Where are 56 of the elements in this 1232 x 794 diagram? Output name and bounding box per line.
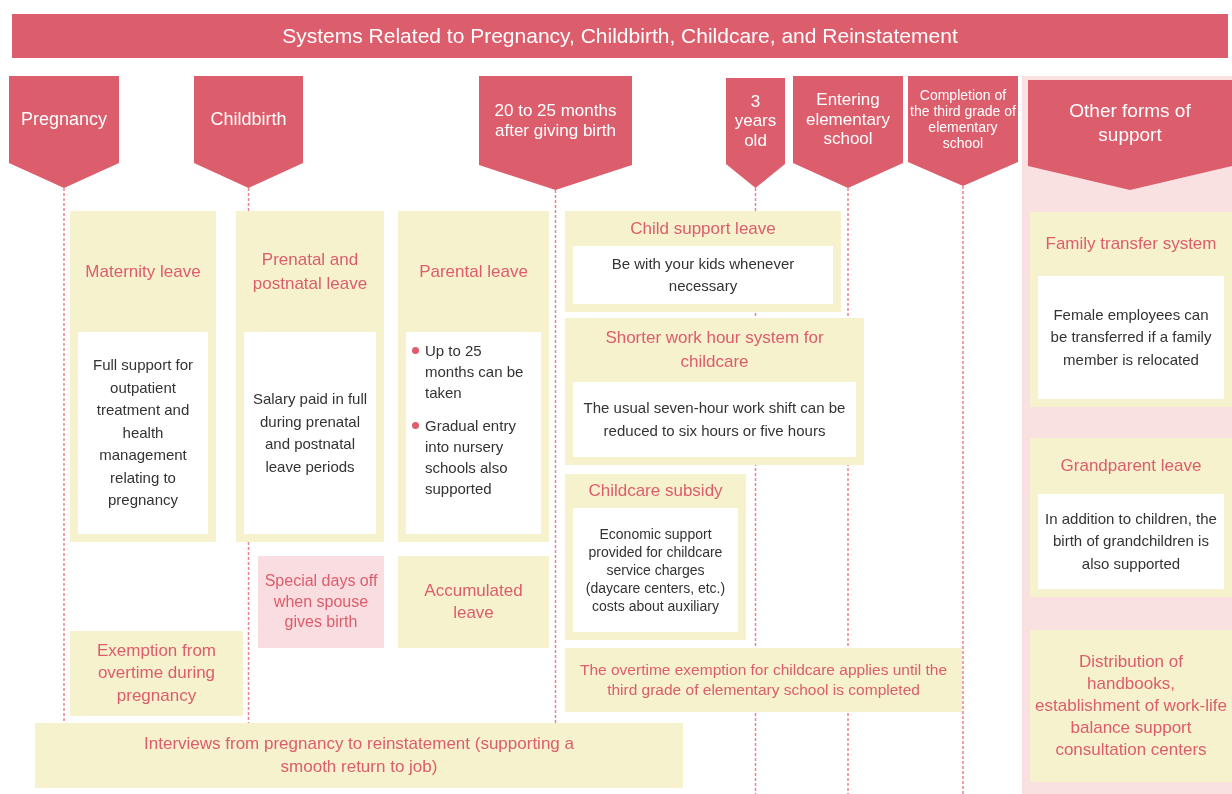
- description-text: Female employees can be transferred if a family member is relocated: [1049, 304, 1213, 370]
- timeline-line: [247, 187, 250, 212]
- policy-card: [565, 211, 841, 312]
- policy-card: [35, 723, 683, 788]
- card-title: Distribution of handbooks, establishment of work-life balance support consultation centers: [1034, 650, 1228, 762]
- card-title: Family transfer system: [1045, 233, 1217, 256]
- policy-card: [398, 556, 549, 648]
- card-title: Prenatal and postnatal leave: [251, 248, 369, 295]
- description-text: Gradual entry into nursery schools also supported: [425, 416, 517, 499]
- panel-heading: Other forms of support: [1068, 99, 1192, 147]
- card-title: Exemption from overtime during pregnancy: [95, 640, 217, 707]
- marker-label: Entering elementary school: [804, 90, 892, 149]
- timeline-line: [63, 187, 65, 724]
- marker-label: 3 years old: [733, 91, 778, 151]
- description-text: Economic support provided for childcare service charges (daycare centers, etc.) costs about auxiliary: [584, 524, 727, 616]
- description-text: Be with your kids whenever necessary: [610, 253, 796, 296]
- card-title: Parental leave: [419, 260, 528, 283]
- timeline-marker: [908, 76, 1018, 186]
- card-title: The overtime exemption for childcare applies until the third grade of elementary school is completed: [579, 659, 948, 700]
- policy-card: [70, 631, 243, 716]
- policy-card: [70, 211, 216, 542]
- description-text: In addition to children, the birth of grandchildren is also supported: [1044, 508, 1218, 574]
- timeline-line: [962, 185, 964, 794]
- card-title: Interviews from pregnancy to reinstatement (supporting a smooth return to job): [143, 733, 575, 778]
- policy-card: [565, 474, 746, 640]
- card-title: Maternity leave: [85, 260, 201, 283]
- marker-label: Pregnancy: [20, 109, 108, 130]
- timeline-line: [554, 189, 557, 724]
- card-title: Childcare subsidy: [588, 480, 723, 503]
- marker-label: Childbirth: [210, 109, 287, 130]
- card-title: Child support leave: [630, 217, 776, 240]
- marker-label: Completion of the third grade of elementary school: [910, 86, 1016, 152]
- policy-card: [1030, 212, 1232, 407]
- title-banner: Systems Related to Pregnancy, Childbirth, Childcare, and Reinstatement: [12, 14, 1228, 58]
- timeline-marker: [726, 78, 785, 188]
- card-title: Special days off when spouse gives birth: [263, 570, 379, 633]
- description-text: Up to 25 months can be taken: [425, 341, 525, 403]
- description-text: Salary paid in full during prenatal and postnatal leave periods: [251, 389, 369, 477]
- timeline-marker: [194, 76, 303, 188]
- card-title: Shorter work hour system for childcare: [604, 327, 825, 373]
- policy-card: [236, 211, 384, 542]
- description-text: Full support for outpatient treatment and health management relating to pregnancy: [91, 355, 194, 511]
- card-title: Accumulated leave: [423, 579, 524, 624]
- timeline-marker: [479, 76, 632, 190]
- timeline-marker: [9, 76, 119, 188]
- policy-card: [565, 648, 962, 712]
- policy-card: [258, 556, 384, 648]
- marker-label: 20 to 25 months after giving birth: [493, 100, 618, 141]
- timeline-line: [247, 541, 250, 724]
- support-panel: [1022, 76, 1232, 794]
- policy-card: [565, 318, 864, 465]
- policy-card: [1030, 438, 1232, 597]
- policy-card: [398, 211, 549, 542]
- description-text: The usual seven-hour work shift can be reduced to six hours or five hours: [582, 398, 847, 441]
- card-title: Grandparent leave: [1060, 455, 1202, 478]
- timeline-marker: [793, 76, 903, 188]
